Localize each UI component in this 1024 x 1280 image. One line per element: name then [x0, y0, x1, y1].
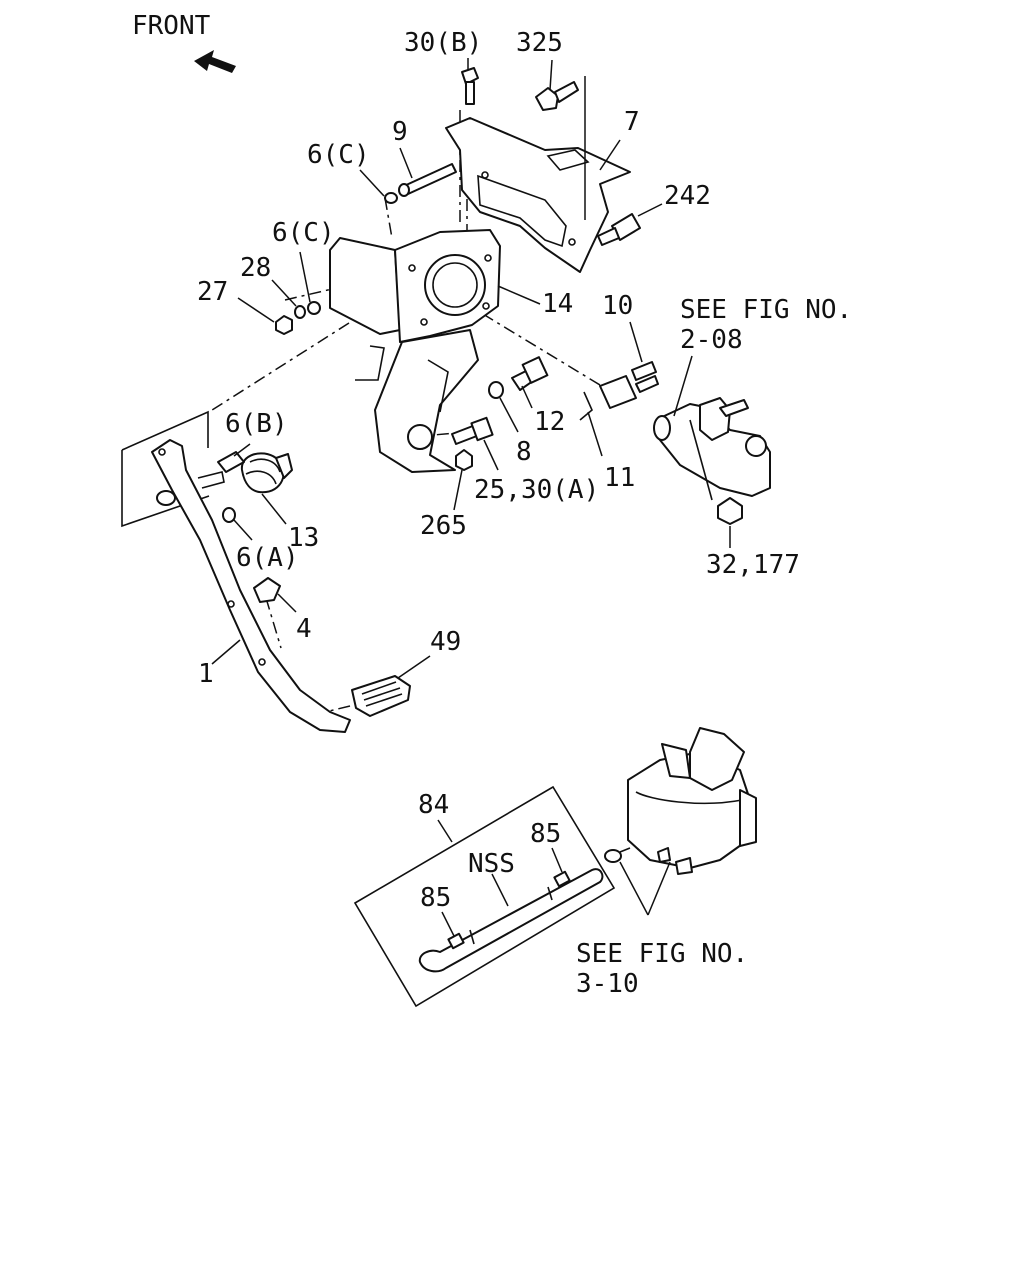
- part-labels: 30(B) 325 9 7 6(C) 242 6(C) 28 27 14 10 …: [197, 28, 800, 913]
- label-242: 242: [664, 181, 711, 211]
- label-85-lower: 85: [420, 883, 451, 913]
- hose-clamp: [604, 847, 631, 863]
- bolt-325: [535, 81, 579, 111]
- label-11: 11: [604, 463, 635, 493]
- spring-13: [240, 452, 293, 494]
- fig-reference-3-10: SEE FIG NO. 3-10: [576, 939, 748, 999]
- ref-3-10-line1: SEE FIG NO.: [576, 939, 748, 969]
- pin-9: [398, 163, 457, 197]
- label-13: 13: [288, 523, 319, 553]
- ref-2-08-line1: SEE FIG NO.: [680, 295, 852, 325]
- ref-2-08-line2: 2-08: [680, 325, 743, 355]
- switch-10: [599, 375, 659, 409]
- master-cylinder: [653, 397, 771, 501]
- label-8: 8: [516, 437, 532, 467]
- front-indicator: FRONT: [132, 11, 236, 73]
- nut-27: [275, 315, 293, 335]
- label-6a: 6(A): [236, 543, 299, 573]
- hose-clamp-85-lower: [447, 932, 465, 950]
- label-32-177: 32,177: [706, 550, 800, 580]
- hose-kit-84-frame: [353, 785, 616, 1008]
- hose-clamp-85-upper: [553, 870, 571, 888]
- nut-32-177: [717, 497, 743, 525]
- nut-265: [455, 449, 473, 471]
- label-84: 84: [418, 790, 449, 820]
- upper-bracket: [445, 117, 631, 273]
- label-7: 7: [624, 107, 640, 137]
- clip-11: [579, 391, 593, 421]
- label-325: 325: [516, 28, 563, 58]
- label-49: 49: [430, 627, 461, 657]
- label-9: 9: [392, 117, 408, 147]
- label-1: 1: [198, 659, 214, 689]
- bushing-6b: [217, 451, 245, 473]
- label-nss: NSS: [468, 849, 515, 879]
- label-4: 4: [296, 614, 312, 644]
- label-12: 12: [534, 407, 565, 437]
- label-25-30a: 25,30(A): [474, 475, 599, 505]
- bolt-30b: [461, 67, 479, 105]
- clevis-4: [253, 577, 281, 603]
- washer-8: [488, 381, 504, 399]
- clutch-pedal-arm-1: [151, 439, 351, 733]
- label-14: 14: [542, 289, 573, 319]
- bolt-12: [511, 356, 549, 391]
- label-28: 28: [240, 253, 271, 283]
- bolt-10: [631, 361, 657, 381]
- bushing-6c-lower: [307, 301, 321, 315]
- pedal-pad-49: [351, 675, 411, 717]
- label-10: 10: [602, 291, 633, 321]
- bolt-242: [597, 213, 641, 246]
- front-arrow-icon: [194, 50, 236, 73]
- label-6c-upper: 6(C): [307, 140, 370, 170]
- washer-28: [294, 305, 306, 319]
- leader-lines: [211, 58, 731, 937]
- label-6c-lower: 6(C): [272, 218, 335, 248]
- label-85-upper: 85: [530, 819, 561, 849]
- label-6b: 6(B): [225, 409, 288, 439]
- bolt-25-30a: [451, 416, 494, 445]
- bushing-6a: [222, 507, 236, 523]
- fig-reference-2-08: SEE FIG NO. 2-08: [680, 295, 852, 355]
- hose-nss: [418, 868, 604, 973]
- label-27: 27: [197, 277, 228, 307]
- front-label: FRONT: [132, 11, 211, 41]
- label-265: 265: [420, 511, 467, 541]
- pedal-bracket-14: [329, 229, 501, 473]
- reservoir-tank: [627, 727, 757, 875]
- bushing-6c-upper: [384, 192, 398, 204]
- label-30b: 30(B): [404, 28, 482, 58]
- ref-3-10-line2: 3-10: [576, 969, 639, 999]
